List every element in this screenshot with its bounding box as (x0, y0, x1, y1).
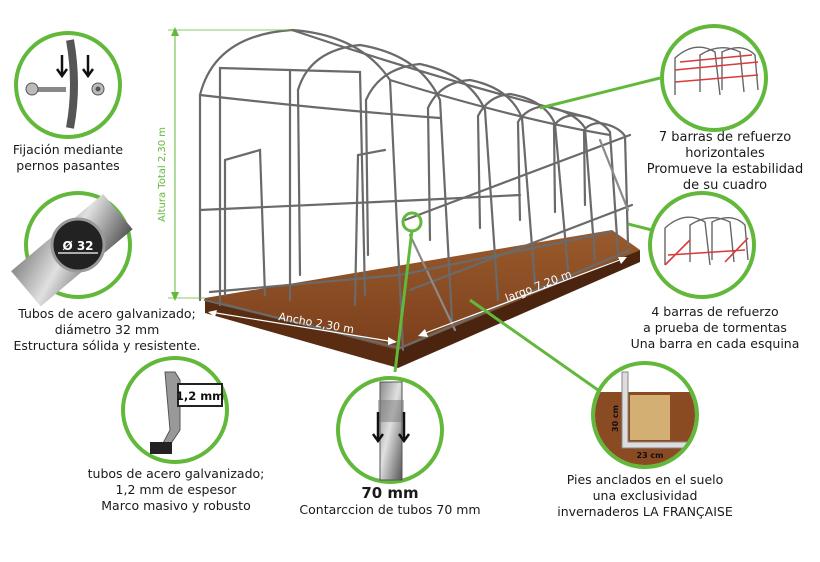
diameter-badge: Ø 32 (62, 239, 93, 253)
arrow-down-icon (371, 412, 411, 444)
callout-horizontal-bars (660, 24, 768, 132)
tube-section-icon (50, 217, 106, 273)
thickness-badge: 1,2 mm (176, 389, 224, 403)
callout-storm-bars (648, 191, 756, 299)
caption-bolts: Fijación mediante pernos pasantes (12, 142, 124, 173)
arrow-down-icon (55, 55, 95, 79)
caption-horizontal-bars: 7 barras de refuerzo horizontales Promue… (646, 130, 804, 193)
tube-icon (66, 39, 78, 129)
caption-tubes: Tubos de acero galvanizado; diámetro 32 … (13, 306, 201, 353)
callout-thickness: 1,2 mm (121, 356, 229, 464)
callout-leaders (393, 76, 661, 392)
anchor-width-tag: 23 cm (637, 451, 664, 460)
dimension-height: Altura Total 2,30 m (157, 27, 292, 301)
callout-anchors: 30 cm 23 cm (591, 361, 699, 469)
caption-thickness: tubos de acero galvanizado; 1,2 mm de es… (87, 466, 265, 513)
soil-bed (205, 230, 640, 368)
caption-connection: 70 mm Contarccion de tubos 70 mm (290, 484, 490, 518)
anchor-height-tag: 30 cm (611, 405, 620, 432)
callout-connection (336, 376, 444, 484)
connection-title: 70 mm (361, 484, 419, 502)
caption-storm-bars: 4 barras de refuerzo a prueba de torment… (630, 304, 800, 351)
height-label: Altura Total 2,30 m (157, 127, 168, 222)
callout-bolts (14, 31, 122, 139)
bolt-icon (25, 82, 105, 96)
caption-anchors: Pies anclados en el suelo una exclusivid… (557, 472, 733, 519)
callout-tube-diameter: Ø 32 (11, 191, 133, 307)
